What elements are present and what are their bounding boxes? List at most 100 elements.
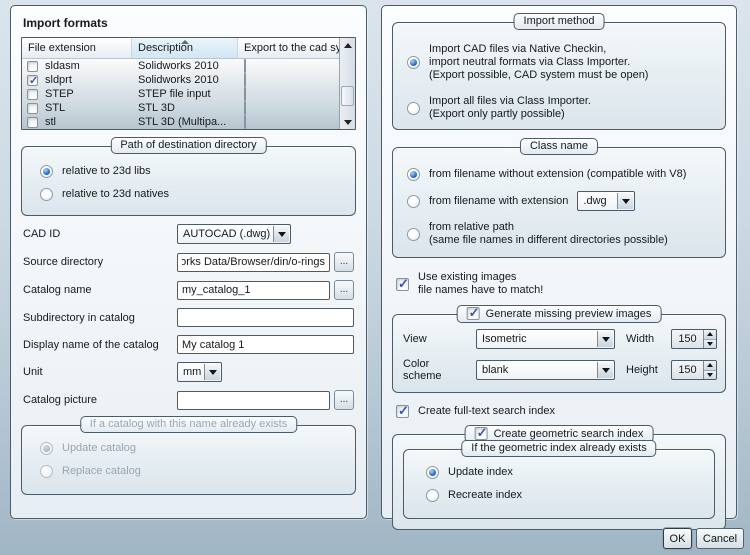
use-existing-images-row[interactable]: Use existing images file names have to m… xyxy=(396,271,724,297)
view-label: View xyxy=(403,333,427,345)
radio-update-index[interactable]: Update index xyxy=(426,466,702,479)
fulltext-index-row[interactable]: Create full-text search index xyxy=(396,403,724,419)
catalog-picture-browse-button[interactable]: ... xyxy=(334,390,354,410)
radio-native-checkin[interactable]: Import CAD files via Native Checkin, imp… xyxy=(407,43,713,82)
table-row[interactable]: STEP STEP file input xyxy=(22,87,339,101)
column-header-file-extension[interactable]: File extension xyxy=(22,38,132,58)
catalog-name-browse-button[interactable]: ... xyxy=(334,280,354,300)
class-name-group-title: Class name xyxy=(519,138,599,155)
catalog-name-row: Catalog name ... xyxy=(21,280,356,300)
export-checkbox-step[interactable] xyxy=(244,87,246,101)
import-checkbox-step[interactable] xyxy=(27,88,38,100)
sort-ascending-icon xyxy=(180,40,189,44)
catalog-picture-label: Catalog picture xyxy=(23,394,97,406)
table-row[interactable]: sldprt Solidworks 2010 xyxy=(22,73,339,87)
radio-icon[interactable] xyxy=(426,489,439,502)
radio-class-importer[interactable]: Import all files via Class Importer. (Ex… xyxy=(407,95,713,121)
column-header-description[interactable]: Description xyxy=(132,38,238,58)
catalog-exists-group-title: If a catalog with this name already exis… xyxy=(79,416,298,433)
table-row[interactable]: stl STL 3D (Multipa... xyxy=(22,115,339,129)
unit-combobox[interactable]: mm xyxy=(177,362,223,382)
table-row[interactable]: STL STL 3D xyxy=(22,101,339,115)
color-scheme-label: Color scheme xyxy=(403,358,442,382)
width-label: Width xyxy=(626,333,655,345)
radio-filename-without-extension[interactable]: from filename without extension (compati… xyxy=(407,168,713,181)
generate-preview-group-title: Generate missing preview images xyxy=(456,305,662,323)
import-formats-panel: Import formats File extension Descriptio… xyxy=(10,5,367,519)
geometric-index-group: Create geometric search index If the geo… xyxy=(392,425,726,530)
radio-icon[interactable] xyxy=(407,227,420,241)
height-spin-down-icon[interactable] xyxy=(704,370,716,379)
radio-recreate-index[interactable]: Recreate index xyxy=(426,489,702,502)
fulltext-index-checkbox[interactable] xyxy=(396,403,409,419)
use-existing-images-checkbox[interactable] xyxy=(396,276,409,292)
chevron-down-icon[interactable] xyxy=(597,362,613,378)
table-scrollbar[interactable] xyxy=(339,38,355,129)
chevron-down-icon[interactable] xyxy=(273,226,290,242)
source-directory-input[interactable] xyxy=(177,252,330,272)
column-header-export[interactable]: Export to the cad system xyxy=(244,42,355,54)
geometric-exists-group-title: If the geometric index already exists xyxy=(461,440,657,457)
generate-preview-checkbox[interactable] xyxy=(466,305,480,321)
import-formats-table: File extension Description Export to the… xyxy=(21,37,356,130)
radio-relative-path[interactable]: from relative path (same file names in d… xyxy=(407,221,713,247)
generate-preview-group: Generate missing preview images View Iso… xyxy=(392,305,726,393)
cad-id-label: CAD ID xyxy=(23,228,61,240)
scrollbar-thumb[interactable] xyxy=(341,86,354,107)
import-checkbox-sldprt[interactable] xyxy=(27,74,38,87)
export-checkbox-stl-lower[interactable] xyxy=(244,115,246,129)
radio-icon[interactable] xyxy=(40,165,53,178)
radio-icon[interactable] xyxy=(407,101,420,115)
unit-row: Unit mm xyxy=(21,362,356,382)
catalog-picture-row: Catalog picture ... xyxy=(21,390,356,410)
radio-icon[interactable] xyxy=(407,194,420,208)
radio-update-catalog: Update catalog xyxy=(40,442,343,455)
radio-icon[interactable] xyxy=(40,188,53,201)
ok-button[interactable]: OK xyxy=(663,528,692,549)
height-spin-up-icon[interactable] xyxy=(704,361,716,371)
view-row: View Isometric Width 150 xyxy=(403,329,717,349)
subdirectory-label: Subdirectory in catalog xyxy=(23,311,135,324)
radio-icon[interactable] xyxy=(407,168,420,181)
chevron-down-icon[interactable] xyxy=(597,331,613,347)
radio-icon[interactable] xyxy=(426,466,439,479)
extension-combobox[interactable]: .dwg xyxy=(577,191,636,211)
catalog-picture-input[interactable] xyxy=(177,390,330,410)
import-checkbox-sldasm[interactable] xyxy=(27,60,38,72)
table-row[interactable]: sldasm Solidworks 2010 xyxy=(22,59,339,73)
export-checkbox-sldasm[interactable] xyxy=(244,59,246,73)
catalog-name-input[interactable] xyxy=(177,280,330,300)
subdirectory-input[interactable] xyxy=(177,308,354,327)
scrollbar-down-icon[interactable] xyxy=(340,115,355,129)
source-directory-label: Source directory xyxy=(23,256,104,268)
path-of-destination-group: Path of destination directory relative t… xyxy=(21,137,356,216)
source-directory-browse-button[interactable]: ... xyxy=(334,252,354,272)
radio-relative-23d-libs[interactable]: relative to 23d libs xyxy=(40,165,343,178)
radio-relative-23d-natives[interactable]: relative to 23d natives xyxy=(40,188,343,201)
chevron-down-icon[interactable] xyxy=(617,193,634,209)
display-name-input[interactable] xyxy=(177,335,354,354)
width-spin-up-icon[interactable] xyxy=(704,330,716,340)
width-spin-down-icon[interactable] xyxy=(704,339,716,348)
geometric-index-checkbox[interactable] xyxy=(474,425,488,441)
width-spinner[interactable]: 150 xyxy=(671,329,717,349)
color-scheme-row: Color scheme blank Height 150 xyxy=(403,358,717,382)
radio-filename-with-extension[interactable]: from filename with extension .dwg xyxy=(407,191,713,211)
view-combobox[interactable]: Isometric xyxy=(476,329,615,349)
table-body: sldasm Solidworks 2010 sldprt Solidworks… xyxy=(22,59,339,129)
color-scheme-combobox[interactable]: blank xyxy=(476,360,615,380)
height-spinner[interactable]: 150 xyxy=(671,360,717,380)
export-checkbox-sldprt[interactable] xyxy=(244,73,246,87)
import-checkbox-stl-upper[interactable] xyxy=(27,102,38,114)
panel-title-import-formats: Import formats xyxy=(23,16,108,30)
scrollbar-up-icon[interactable] xyxy=(340,38,355,52)
catalog-name-label: Catalog name xyxy=(23,284,92,296)
chevron-down-icon[interactable] xyxy=(204,364,221,380)
export-checkbox-stl-upper[interactable] xyxy=(244,101,246,115)
cancel-button[interactable]: Cancel xyxy=(696,528,744,549)
catalog-exists-group: If a catalog with this name already exis… xyxy=(21,416,356,495)
import-checkbox-stl-lower[interactable] xyxy=(27,116,38,128)
table-header-row: File extension Description Export to the… xyxy=(22,38,355,59)
cad-id-combobox[interactable]: AUTOCAD (.dwg) xyxy=(177,224,292,244)
radio-icon[interactable] xyxy=(407,56,420,69)
